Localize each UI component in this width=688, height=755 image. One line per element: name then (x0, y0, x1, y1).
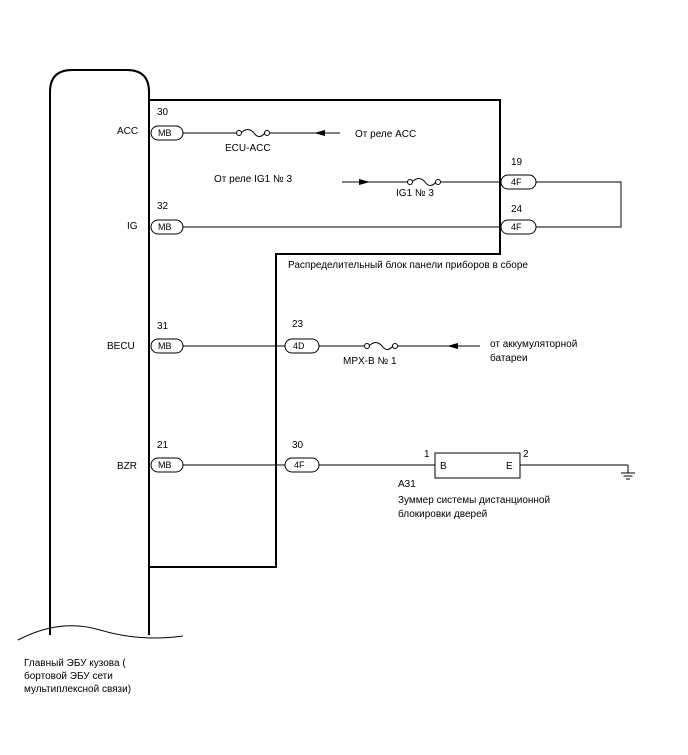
bzr-pin-label: BZR (117, 461, 137, 472)
bzr-pin-number: 21 (157, 440, 169, 451)
becu-pin-number: 31 (157, 321, 169, 332)
junction-block-label: Распределительный блок панели приборов в… (288, 259, 528, 271)
ground-icon (621, 465, 635, 480)
ecu-acc-fuse-label: ECU-ACC (225, 143, 271, 154)
acc-pin-label: ACC (117, 126, 138, 137)
ig1-circuit: От реле IG1 № 3 IG1 № 3 19 4F 24 4F (214, 157, 622, 235)
bzr-connector-code: MB (158, 460, 172, 470)
ecu-label-line2: бортовой ЭБУ сети (24, 670, 113, 682)
buzzer-name-line2: блокировки дверей (398, 508, 487, 520)
ig-pin-number: 32 (157, 201, 169, 212)
bzr-out-pin-number: 30 (292, 440, 304, 451)
ig1-fuse-icon (407, 178, 441, 186)
ig-circuit: IG 32 MB (127, 201, 501, 235)
main-body-ecu (17, 69, 184, 641)
buzzer-pin-e-number: 2 (523, 449, 529, 460)
from-battery-line2: батареи (490, 352, 528, 364)
acc-arrow-icon (314, 130, 325, 136)
bzr-circuit: BZR 21 MB 30 4F 1 B 2 E A31 Зуммер систе… (117, 440, 635, 520)
acc-connector-code: MB (158, 128, 172, 138)
becu-circuit: BECU 31 MB 23 4D MPX-B № 1 от аккумулято… (107, 319, 577, 367)
mpx-connector-code: 4D (293, 341, 305, 351)
ig1-in-connector-code: 4F (511, 177, 522, 187)
buzzer-name-line1: Зуммер системы дистанционной (398, 495, 550, 506)
buzzer-pin-b: B (440, 461, 447, 472)
buzzer-pin-b-number: 1 (424, 449, 430, 460)
junction-block-outline (149, 99, 501, 568)
buzzer-id: A31 (398, 479, 416, 490)
mpx-pin-number: 23 (292, 319, 304, 330)
from-relay-ig1: От реле IG1 № 3 (214, 174, 293, 185)
ig1-out-pin-number: 24 (511, 204, 523, 215)
ig1-arrow-icon (359, 179, 370, 185)
mpx-fuse-label: MPX-B № 1 (343, 356, 397, 367)
ig1-in-pin-number: 19 (511, 157, 523, 168)
acc-circuit: ACC 30 MB ECU-ACC От реле ACC (117, 107, 416, 154)
from-battery-line1: от аккумуляторной (490, 339, 577, 350)
ig1-loop-wire (536, 181, 622, 228)
ig-pin-label: IG (127, 221, 138, 232)
becu-pin-label: BECU (107, 341, 135, 352)
ig1-out-connector-code: 4F (511, 222, 522, 232)
mpx-fuse-icon (364, 342, 398, 350)
acc-pin-number: 30 (157, 107, 169, 118)
ig-connector-code: MB (158, 222, 172, 232)
ecu-label-line1: Главный ЭБУ кузова ( (24, 658, 126, 669)
ecu-acc-fuse-icon (236, 129, 270, 137)
buzzer: 1 B 2 E (424, 449, 529, 479)
ecu-label-line3: мультиплексной связи) (24, 684, 131, 695)
buzzer-pin-e: E (506, 461, 513, 472)
ig1-fuse-label: IG1 № 3 (396, 188, 434, 199)
bzr-out-connector-code: 4F (294, 460, 305, 470)
battery-arrow-icon (447, 343, 458, 349)
from-relay-acc: От реле ACC (355, 129, 416, 140)
becu-connector-code: MB (158, 341, 172, 351)
